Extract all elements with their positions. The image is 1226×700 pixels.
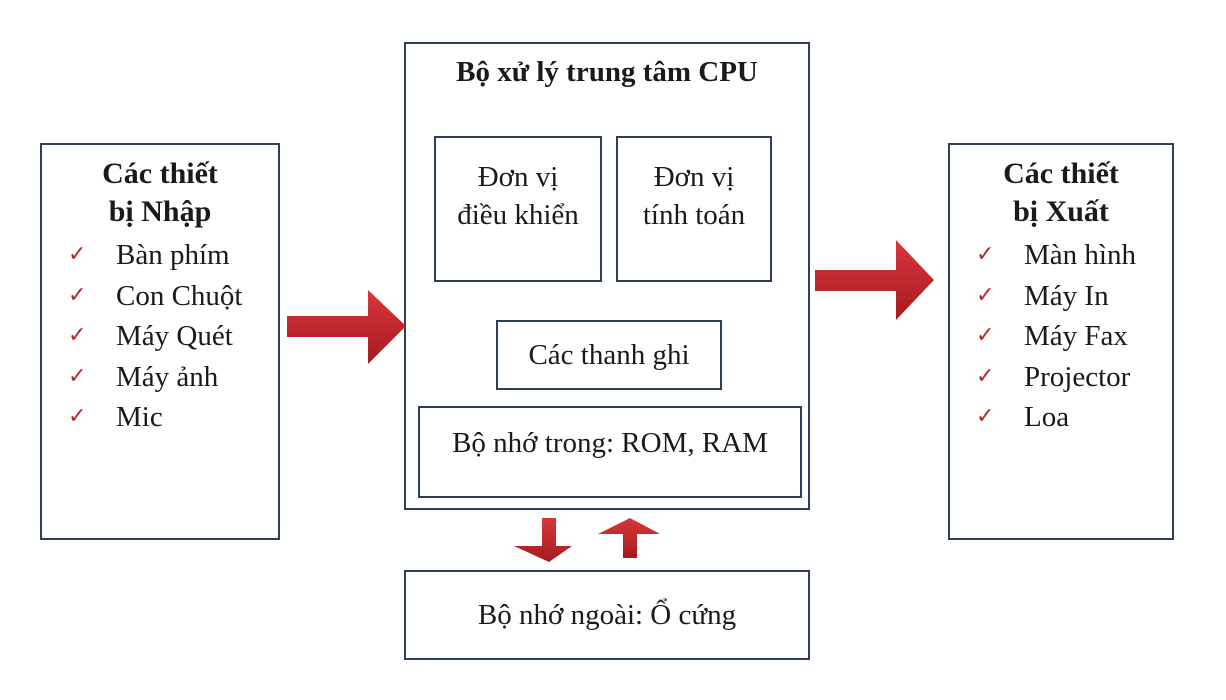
control-unit-line1: Đơn vị: [477, 161, 559, 193]
arrow-right-icon: [287, 290, 406, 364]
cpu-box: Bộ xử lý trung tâm CPU Đơn vị điều khiển…: [404, 42, 810, 510]
external-memory-box: Bộ nhớ ngoài: Ổ cứng: [404, 570, 810, 660]
list-item: ✓ Loa: [950, 397, 1172, 438]
list-item: ✓ Máy ảnh: [42, 357, 278, 398]
control-unit-line2: điều khiển: [457, 199, 579, 231]
cpu-title: Bộ xử lý trung tâm CPU: [456, 56, 758, 88]
external-memory-label: Bộ nhớ ngoài: Ổ cứng: [477, 599, 737, 631]
alu-line2: tính toán: [642, 199, 746, 231]
control-unit-box: Đơn vị điều khiển: [434, 136, 602, 282]
list-item: ✓ Projector: [950, 357, 1172, 398]
input-devices-box: Các thiết bị Nhập ✓ Bàn phím ✓ Con Chuột ✓…: [40, 143, 280, 540]
registers-box: Các thanh ghi: [496, 320, 722, 390]
output-devices-title: Các thiết bị Xuất: [950, 155, 1172, 231]
alu-box: Đơn vị tính toán: [616, 136, 772, 282]
output-title-line2: bị Xuất: [1013, 195, 1109, 228]
output-item-label: Loa: [1024, 401, 1070, 433]
input-title-line1: Các thiết: [102, 157, 218, 190]
check-mark-icon: ✓: [68, 242, 87, 267]
input-item-label: Bàn phím: [116, 239, 230, 271]
list-item: ✓ Máy Fax: [950, 316, 1172, 357]
internal-memory-label: Bộ nhớ trong: ROM, RAM: [452, 427, 768, 459]
list-item: ✓ Màn hình: [950, 235, 1172, 276]
list-item: ✓ Bàn phím: [42, 235, 278, 276]
arrow-up-icon: [598, 518, 660, 558]
registers-label: Các thanh ghi: [528, 339, 690, 371]
check-mark-icon: ✓: [976, 323, 995, 348]
control-unit-label: Đơn vị điều khiển: [436, 158, 600, 234]
input-item-label: Con Chuột: [116, 279, 243, 312]
input-devices-title: Các thiết bị Nhập: [42, 155, 278, 231]
check-mark-icon: ✓: [976, 282, 995, 308]
check-mark-icon: ✓: [68, 363, 87, 389]
alu-line1: Đơn vị: [653, 161, 735, 193]
output-devices-box: Các thiết bị Xuất ✓ Màn hình ✓ Máy In ✓ Máy…: [948, 143, 1174, 540]
output-devices-list: ✓ Màn hình ✓ Máy In ✓ Máy Fax ✓ Projector ✓ L…: [950, 235, 1172, 438]
input-item-label: Máy ảnh: [116, 360, 219, 393]
internal-memory-box: Bộ nhớ trong: ROM, RAM: [418, 406, 802, 498]
output-item-label: Máy In: [1024, 279, 1109, 312]
arrow-down-icon: [514, 518, 572, 562]
list-item: ✓ Con Chuột: [42, 276, 278, 317]
list-item: ✓ Máy Quét: [42, 316, 278, 357]
check-mark-icon: ✓: [976, 242, 995, 267]
list-item: ✓ Mic: [42, 397, 278, 438]
input-item-label: Mic: [116, 401, 163, 433]
list-item: ✓ Máy In: [950, 276, 1172, 317]
arrow-right-icon: [815, 240, 934, 320]
alu-label: Đơn vị tính toán: [618, 158, 770, 234]
check-mark-icon: ✓: [68, 282, 87, 308]
check-mark-icon: ✓: [68, 404, 87, 429]
input-devices-list: ✓Bàn phím ✓Con Chuột ✓Máy Quét ✓Máy ảnh …: [42, 235, 278, 438]
check-mark-icon: ✓: [68, 323, 87, 348]
input-title-line2: bị Nhập: [108, 195, 212, 228]
output-title-line1: Các thiết: [1003, 157, 1119, 190]
input-item-label: Máy Quét: [116, 320, 233, 352]
output-item-label: Máy Fax: [1024, 320, 1128, 352]
output-item-label: Projector: [1024, 360, 1131, 393]
output-item-label: Màn hình: [1024, 239, 1136, 271]
check-mark-icon: ✓: [976, 363, 995, 389]
check-mark-icon: ✓: [976, 404, 995, 429]
